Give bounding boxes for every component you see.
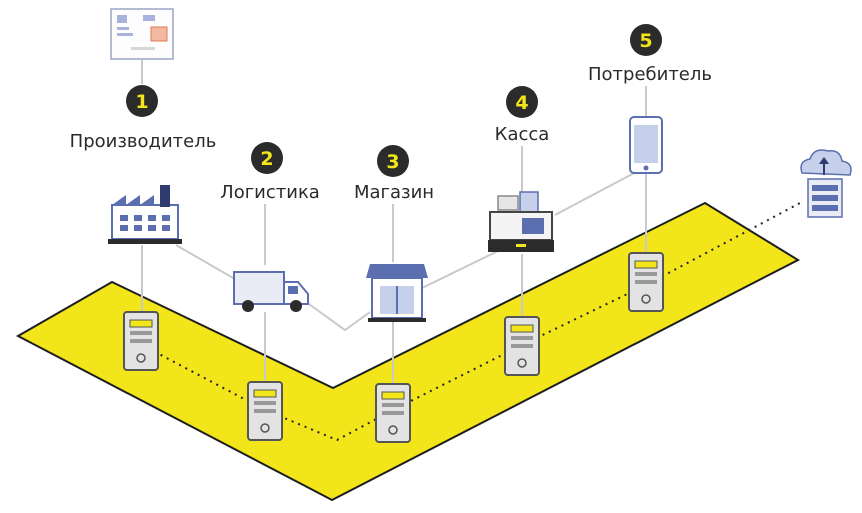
step-number-2: 2 (260, 148, 273, 170)
stage-label-producer: Производитель (70, 131, 217, 152)
step-badge-3: 3 (377, 145, 409, 177)
step-badge-4: 4 (506, 86, 538, 118)
blockchain-band (15, 201, 801, 502)
server-node-icon (247, 381, 283, 441)
server-node-icon (375, 383, 411, 443)
stage-label-logistics: Логистика (220, 182, 320, 203)
step-number-5: 5 (639, 30, 652, 52)
cash-register-icon (488, 191, 554, 252)
connector-lines (141, 60, 647, 385)
step-number-4: 4 (515, 92, 528, 114)
step-badge-2: 2 (251, 142, 283, 174)
smartphone-icon (629, 116, 663, 174)
step-number-1: 1 (135, 91, 148, 113)
factory-icon (108, 185, 182, 244)
step-number-3: 3 (386, 151, 399, 173)
document-icon (110, 8, 174, 60)
server-nodes (123, 252, 664, 443)
step-badge-1: 1 (126, 85, 158, 117)
store-icon (366, 264, 428, 322)
stage-label-checkout: Касса (495, 124, 550, 145)
server-node-icon (504, 316, 540, 376)
server-node-icon (628, 252, 664, 312)
stage-label-store: Магазин (354, 182, 434, 203)
step-badge-5: 5 (630, 24, 662, 56)
stage-label-consumer: Потребитель (588, 64, 712, 85)
cloud-server-icon (800, 149, 852, 218)
truck-icon (233, 271, 309, 312)
server-node-icon (123, 311, 159, 371)
